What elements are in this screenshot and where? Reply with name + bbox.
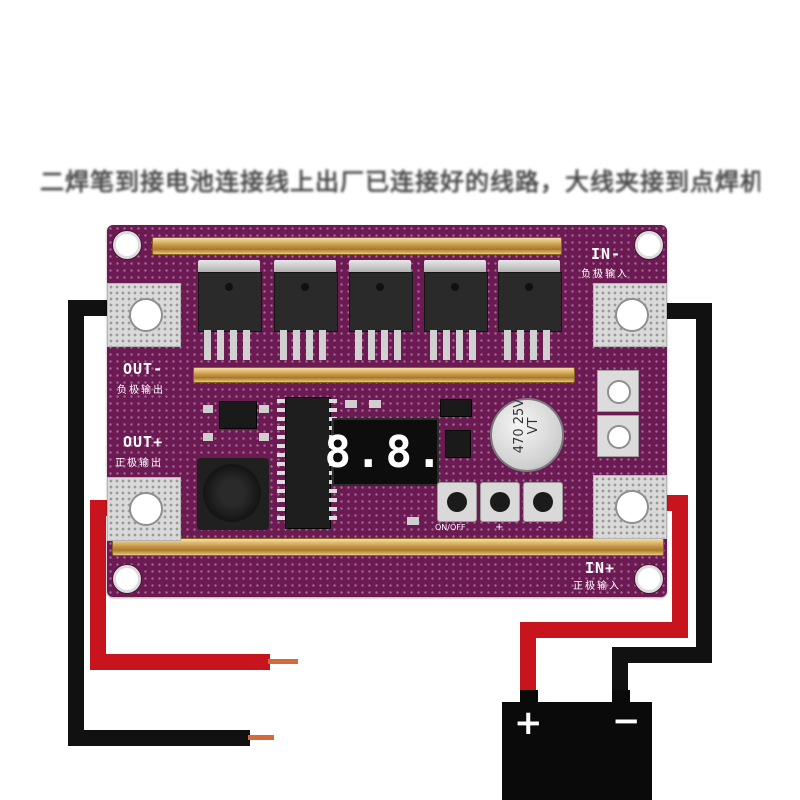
mosfet: [424, 260, 488, 364]
copper-busbar-bottom: [112, 538, 664, 556]
copper-busbar-top: [152, 237, 562, 255]
mounting-hole: [635, 231, 663, 259]
mounting-hole: [113, 565, 141, 593]
out-pos-terminal-pad: [107, 477, 181, 541]
buzzer: [197, 458, 269, 530]
in-pos-label: IN+: [585, 559, 616, 577]
battery-negative-terminal: [612, 690, 630, 704]
power-terminal-pad: [597, 415, 639, 457]
decrease-button[interactable]: [523, 482, 563, 522]
seven-segment-display: 8.8.: [325, 418, 442, 486]
out-neg-terminal-pad: [107, 283, 181, 347]
in-pos-sublabel: 正极输入: [573, 581, 621, 592]
microcontroller-chip: [285, 397, 331, 529]
power-terminal-pad: [597, 370, 639, 412]
battery-plus-symbol: +: [514, 703, 543, 743]
in-pos-terminal-pad: [593, 475, 667, 539]
increase-button[interactable]: [480, 482, 520, 522]
minus-button-label: -: [538, 522, 542, 533]
mounting-hole: [113, 231, 141, 259]
copper-busbar-middle: [193, 367, 575, 383]
voltage-regulator: [219, 401, 257, 429]
battery-minus-symbol: −: [612, 701, 641, 741]
power-button[interactable]: [437, 482, 477, 522]
mosfet: [198, 260, 262, 364]
transistor: [445, 430, 471, 458]
out-neg-sublabel: 负极输出: [117, 385, 165, 396]
out-pos-sublabel: 正极输出: [115, 458, 163, 469]
battery-positive-terminal: [520, 690, 538, 704]
mosfet: [274, 260, 338, 364]
mosfet: [498, 260, 562, 364]
diode: [440, 399, 472, 417]
mounting-hole: [635, 565, 663, 593]
electrolytic-capacitor: 470 25V VT: [490, 398, 564, 472]
instruction-caption: 二焊笔到接电池连接线上出厂已连接好的线路，大线夹接到点焊机接口: [40, 168, 760, 196]
out-pos-label: OUT+: [123, 433, 164, 451]
plus-button-label: +: [495, 522, 504, 533]
battery: + −: [502, 702, 652, 800]
in-neg-label: IN-: [591, 245, 622, 263]
in-neg-sublabel: 负极输入: [581, 269, 629, 280]
power-button-label: ON/OFF: [435, 523, 466, 532]
out-neg-label: OUT-: [123, 360, 164, 378]
in-neg-terminal-pad: [593, 283, 667, 347]
spot-welder-board: IN- 负极输入 OUT- 负极输出 OUT+ 正极输出 IN+ 正极输入 8.…: [107, 225, 667, 597]
mosfet: [349, 260, 413, 364]
